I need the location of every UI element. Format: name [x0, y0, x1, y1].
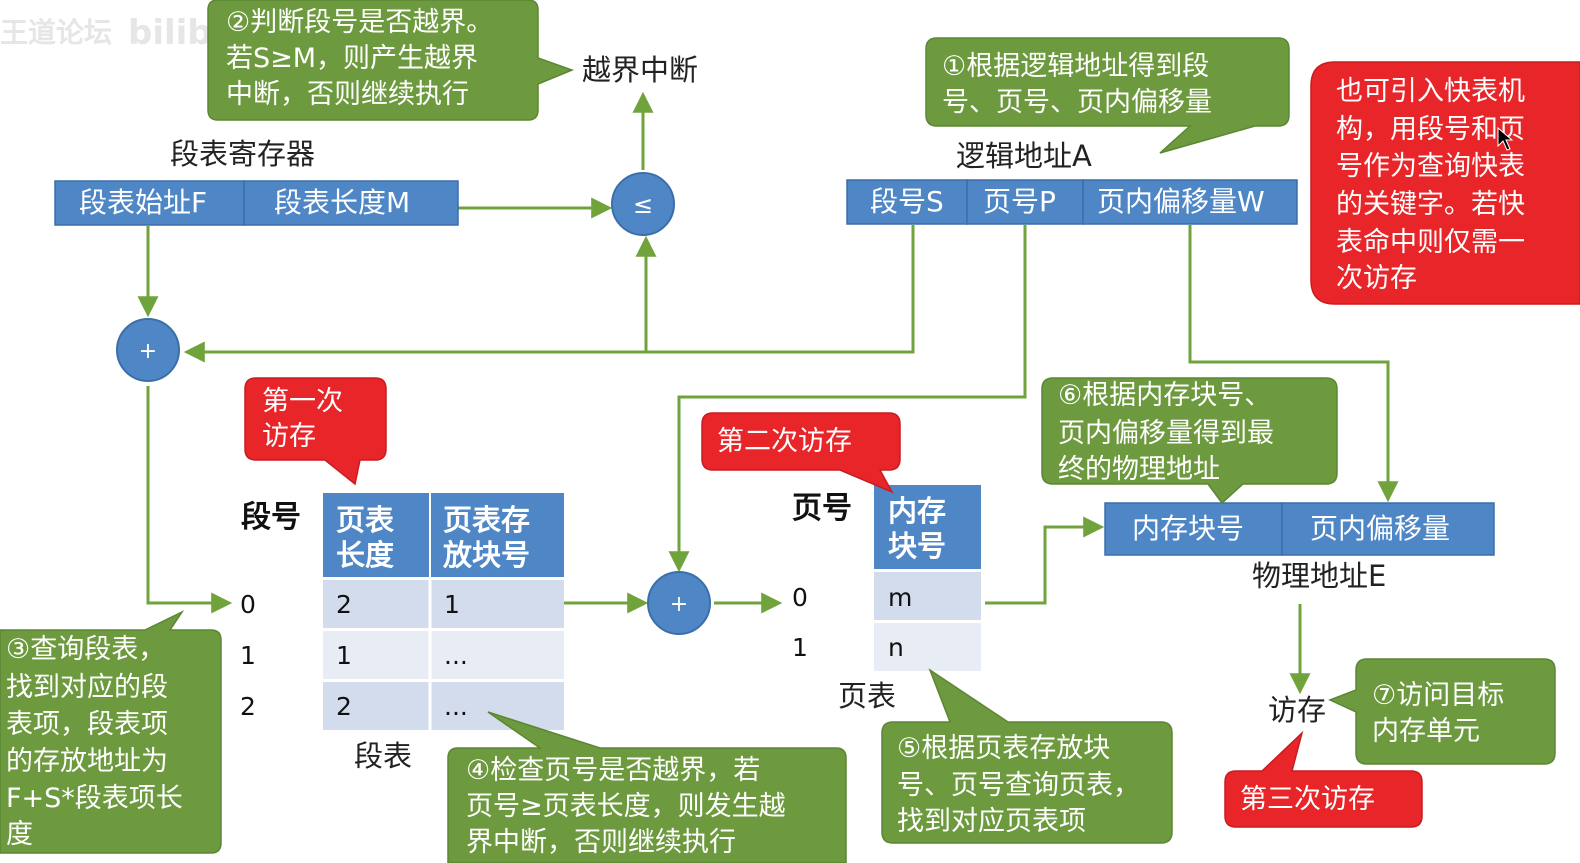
step3-line6: 度 — [6, 819, 33, 850]
adder-symbol-1: + — [139, 339, 157, 364]
page-table-caption: 页表 — [838, 679, 896, 713]
adder-node-2: + — [647, 571, 711, 635]
seg-header-block-l1: 页表存 — [443, 503, 530, 537]
step5-line3: 找到对应页表项 — [897, 806, 1086, 837]
step2-line2: 若S≥M，则产生越界 — [226, 43, 478, 74]
adder-symbol-2: + — [670, 592, 688, 617]
seg-row0-block: 1 — [444, 590, 460, 619]
callout-access2: 第二次访存 — [701, 412, 901, 494]
mouse-cursor-icon — [1497, 126, 1514, 151]
logical-page-field: 页号P — [983, 185, 1056, 218]
tlb-line1: 也可引入快表机 — [1336, 76, 1525, 107]
logical-offset-field: 页内偏移量W — [1097, 185, 1265, 218]
access1-line1: 第一次 — [262, 386, 343, 417]
callout-step4: ④检查页号是否越界，若 页号≥页表长度，则发生越 界中断，否则继续执行 — [447, 711, 847, 863]
step3-line4: 的存放地址为 — [6, 746, 168, 777]
physical-address: 内存块号 页内偏移量 — [1104, 502, 1495, 556]
access1-line2: 访存 — [262, 421, 316, 452]
seg-index-1: 1 — [240, 641, 256, 670]
connector-lines — [137, 91, 1399, 695]
step1-line1: ①根据逻辑地址得到段 — [942, 51, 1209, 82]
step4-line2: 页号≥页表长度，则发生越 — [466, 791, 786, 822]
callout-step3: ③查询段表， 找到对应的段 表项，段表项 的存放地址为 F+S*段表项长 度 — [0, 610, 222, 854]
seg-row1-block: ... — [444, 641, 468, 670]
tlb-line5: 表命中则仅需一 — [1336, 227, 1525, 258]
step3-line3: 表项，段表项 — [6, 709, 168, 740]
seg-table-register: 段表始址F 段表长度M — [54, 180, 459, 226]
access2-line1: 第二次访存 — [717, 426, 852, 457]
logical-address: 段号S 页号P 页内偏移量W — [846, 179, 1298, 225]
access3-line1: 第三次访存 — [1240, 784, 1375, 815]
tlb-line3: 号作为查询快表 — [1336, 151, 1525, 182]
callout-step6: ⑥根据内存块号、 页内偏移量得到最 终的物理地址 — [1041, 377, 1338, 505]
callout-tlb-note: 也可引入快表机 构，用段号和页 号作为查询快表 的关键字。若快 表命中则仅需一 … — [1310, 61, 1580, 305]
step3-line1: ③查询段表， — [6, 634, 165, 665]
callout-step7: ⑦访问目标 内存单元 — [1328, 658, 1556, 765]
page-header-l1: 内存 — [888, 494, 946, 528]
seg-index-0: 0 — [240, 590, 256, 619]
step3-line5: F+S*段表项长 — [6, 783, 183, 814]
out-of-bounds-interrupt-label: 越界中断 — [582, 53, 698, 87]
callout-step1: ①根据逻辑地址得到段 号、页号、页内偏移量 — [925, 37, 1290, 154]
seg-header-length-l1: 页表 — [336, 503, 394, 537]
step6-line2: 页内偏移量得到最 — [1058, 418, 1274, 449]
step2-line3: 中断，否则继续执行 — [226, 79, 469, 110]
segment-number-side-label: 段号 — [241, 500, 301, 535]
seg-index-2: 2 — [240, 692, 256, 721]
seg-row0-length: 2 — [336, 590, 352, 619]
segment-table: 页表 长度 页表存 放块号 2 1 1 ... 2 ... — [323, 493, 564, 730]
tlb-line4: 的关键字。若快 — [1336, 189, 1525, 220]
tlb-line2: 构，用段号和页 — [1336, 114, 1525, 145]
tlb-line6: 次访存 — [1336, 263, 1417, 294]
callout-step2: ②判断段号是否越界。 若S≥M，则产生越界 中断，否则继续执行 — [207, 0, 575, 121]
register-length: 段表长度M — [274, 186, 410, 219]
page-header-l2: 块号 — [888, 529, 946, 563]
adder-node-1: + — [116, 318, 180, 382]
logical-address-label: 逻辑地址A — [956, 139, 1092, 173]
step4-line3: 界中断，否则继续执行 — [466, 827, 736, 858]
step4-line1: ④检查页号是否越界，若 — [466, 755, 760, 786]
step7-line2: 内存单元 — [1372, 716, 1480, 747]
seg-header-block-l2: 放块号 — [442, 538, 530, 572]
step7-line1: ⑦访问目标 — [1372, 680, 1504, 711]
register-start-address: 段表始址F — [79, 186, 207, 219]
step3-line2: 找到对应的段 — [6, 672, 168, 703]
callout-access1: 第一次 访存 — [244, 377, 387, 486]
seg-row1-length: 1 — [336, 641, 352, 670]
step1-line2: 号、页号、页内偏移量 — [942, 87, 1212, 118]
physical-offset-field: 页内偏移量 — [1310, 512, 1450, 545]
page-number-side-label: 页号 — [792, 491, 852, 526]
seg-header-length-l2: 长度 — [336, 538, 394, 572]
page-row1-block: n — [888, 633, 904, 662]
physical-address-label: 物理地址E — [1252, 559, 1386, 593]
watermark-site: 王道论坛 — [0, 16, 112, 49]
page-table: 内存 块号 m n — [874, 485, 981, 671]
callout-step5: ⑤根据页表存放块 号、页号查询页表， 找到对应页表项 — [881, 668, 1173, 844]
comparator-node: ≤ — [611, 172, 675, 236]
segment-table-caption: 段表 — [354, 739, 412, 773]
page-index-1: 1 — [792, 633, 808, 662]
comparator-symbol: ≤ — [633, 191, 653, 219]
step2-line1: ②判断段号是否越界。 — [226, 7, 493, 38]
callout-access3: 第三次访存 — [1224, 730, 1423, 828]
page-index-0: 0 — [792, 583, 808, 612]
seg-row2-block: ... — [444, 692, 468, 721]
seg-row2-length: 2 — [336, 692, 352, 721]
page-row0-block: m — [888, 583, 912, 612]
logical-segment-field: 段号S — [870, 185, 944, 218]
physical-block-field: 内存块号 — [1132, 512, 1244, 545]
seg-table-register-label: 段表寄存器 — [170, 137, 315, 171]
step5-line1: ⑤根据页表存放块 — [897, 733, 1110, 764]
step5-line2: 号、页号查询页表， — [897, 770, 1140, 801]
step6-line1: ⑥根据内存块号、 — [1058, 380, 1271, 411]
memory-access-label: 访存 — [1268, 693, 1326, 727]
step6-line3: 终的物理地址 — [1058, 454, 1220, 485]
